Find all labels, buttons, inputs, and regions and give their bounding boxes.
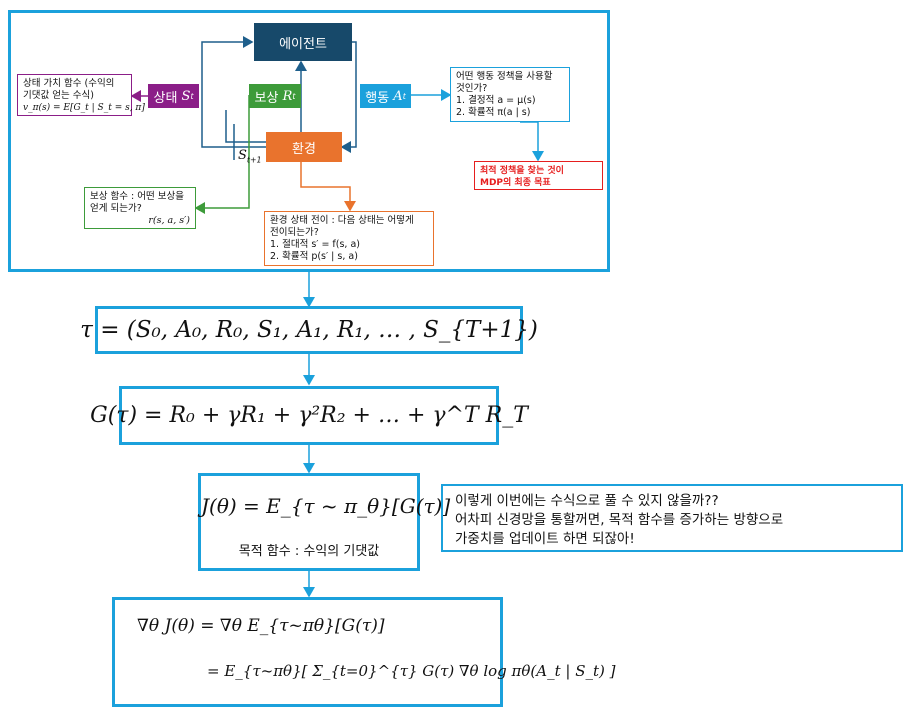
mdp-diagram-frame (8, 10, 610, 272)
policy-item-stochastic: 2. 확률적 π(a | s) (456, 107, 531, 118)
reward-fn-line-1: 보상 함수 : 어떤 보상을 (90, 191, 184, 202)
objective-caption: 목적 함수 : 수익의 기댓값 (238, 544, 380, 559)
transition-line-2: 전이되는가? (270, 227, 319, 238)
transition-line-1: 환경 상태 전이 : 다음 상태는 어떻게 (270, 215, 414, 226)
action-subscript: t (402, 91, 406, 101)
gradient-equation-line-2: = E_{τ~πθ}[ Σ_{t=0}^{τ} G(τ) ∇θ log πθ(A… (207, 662, 616, 680)
next-state-label: St+1 (238, 148, 261, 165)
trajectory-equation: τ = (S₀, A₀, R₀, S₁, A₁, R₁, … , S_{T+1}… (80, 317, 538, 343)
action-label: 행동 (365, 90, 390, 106)
policy-item-deterministic: 1. 결정적 a = μ(s) (456, 95, 536, 106)
policy-line-1: 어떤 행동 정책을 사용할 (456, 71, 553, 82)
action-symbol: A (393, 88, 403, 104)
policy-note: 어떤 행동 정책을 사용할 것인가? 1. 결정적 a = μ(s) 2. 확률… (450, 67, 570, 122)
reward-fn-formula: r(s, a, s′) (148, 215, 190, 226)
policy-to-goal-arrow (520, 121, 544, 162)
policy-line-2: 것인가? (456, 83, 488, 94)
action-arrow (340, 41, 357, 153)
env-to-transition-arrow (300, 162, 356, 212)
comment-line-3: 가중치를 업데이트 하면 되잖아! (455, 531, 635, 547)
transition-item-absolute: 1. 절대적 s′ = f(s, a) (270, 239, 360, 250)
reward-to-note-arrow (194, 95, 250, 214)
goal-line-1: 최적 정책을 찾는 것이 (480, 166, 564, 176)
agent-label: 에이전트 (279, 36, 327, 52)
environment-label: 환경 (292, 141, 316, 157)
reward-feedback-arrow (225, 110, 266, 143)
transition-note: 환경 상태 전이 : 다음 상태는 어떻게 전이되는가? 1. 절대적 s′ =… (264, 211, 434, 266)
comment-line-2: 어차피 신경망을 통할꺼면, 목적 함수를 증가하는 방향으로 (455, 512, 784, 528)
reward-fn-line-2: 얻게 되는가? (90, 203, 142, 214)
comment-box: 이렇게 이번에는 수식으로 풀 수 있지 않을까?? 어차피 신경망을 통할꺼면… (441, 484, 903, 552)
gradient-equation-box: ∇θ J(θ) = ∇θ E_{τ~πθ}[G(τ)] = E_{τ~πθ}[ … (112, 597, 616, 707)
reward-label: 보상 (254, 90, 279, 106)
value-fn-formula: v_π(s) = E[G_t | S_t = s, π] (23, 103, 145, 113)
state-symbol: S (181, 88, 191, 104)
agent-node: 에이전트 (254, 23, 352, 61)
next-state-subscript: t+1 (246, 155, 262, 165)
reward-function-note: 보상 함수 : 어떤 보상을 얻게 되는가? r(s, a, s′) (84, 187, 196, 229)
reward-subscript: t (292, 91, 296, 101)
transition-item-probabilistic: 2. 확률적 p(s′ | s, a) (270, 251, 358, 262)
return-equation: G(τ) = R₀ + γR₁ + γ²R₂ + … + γ^T R_T (90, 403, 528, 428)
objective-equation-box: J(θ) = E_{τ ~ π_θ}[G(τ)] 목적 함수 : 수익의 기댓값 (198, 473, 451, 571)
return-equation-box: G(τ) = R₀ + γR₁ + γ²R₂ + … + γ^T R_T (90, 386, 528, 445)
environment-node: 환경 (266, 132, 342, 162)
objective-equation: J(θ) = E_{τ ~ π_θ}[G(τ)] (201, 494, 451, 518)
value-fn-line-2: 기댓값 얻는 수식) (23, 90, 94, 101)
goal-line-2: MDP의 최종 목표 (480, 178, 551, 188)
value-fn-line-1: 상태 가치 함수 (수익의 (23, 78, 115, 89)
comment-line-1: 이렇게 이번에는 수식으로 풀 수 있지 않을까?? (455, 493, 719, 509)
value-function-note: 상태 가치 함수 (수익의 기댓값 얻는 수식) v_π(s) = E[G_t … (17, 74, 145, 116)
state-label: 상태 (153, 90, 178, 106)
state-subscript: t (190, 91, 194, 101)
trajectory-equation-box: τ = (S₀, A₀, R₀, S₁, A₁, R₁, … , S_{T+1}… (80, 306, 538, 354)
reward-symbol: R (282, 88, 293, 104)
goal-note: 최적 정책을 찾는 것이 MDP의 최종 목표 (474, 161, 603, 190)
next-state-symbol: S (238, 148, 247, 163)
gradient-equation-line-1: ∇θ J(θ) = ∇θ E_{τ~πθ}[G(τ)] (137, 616, 385, 636)
